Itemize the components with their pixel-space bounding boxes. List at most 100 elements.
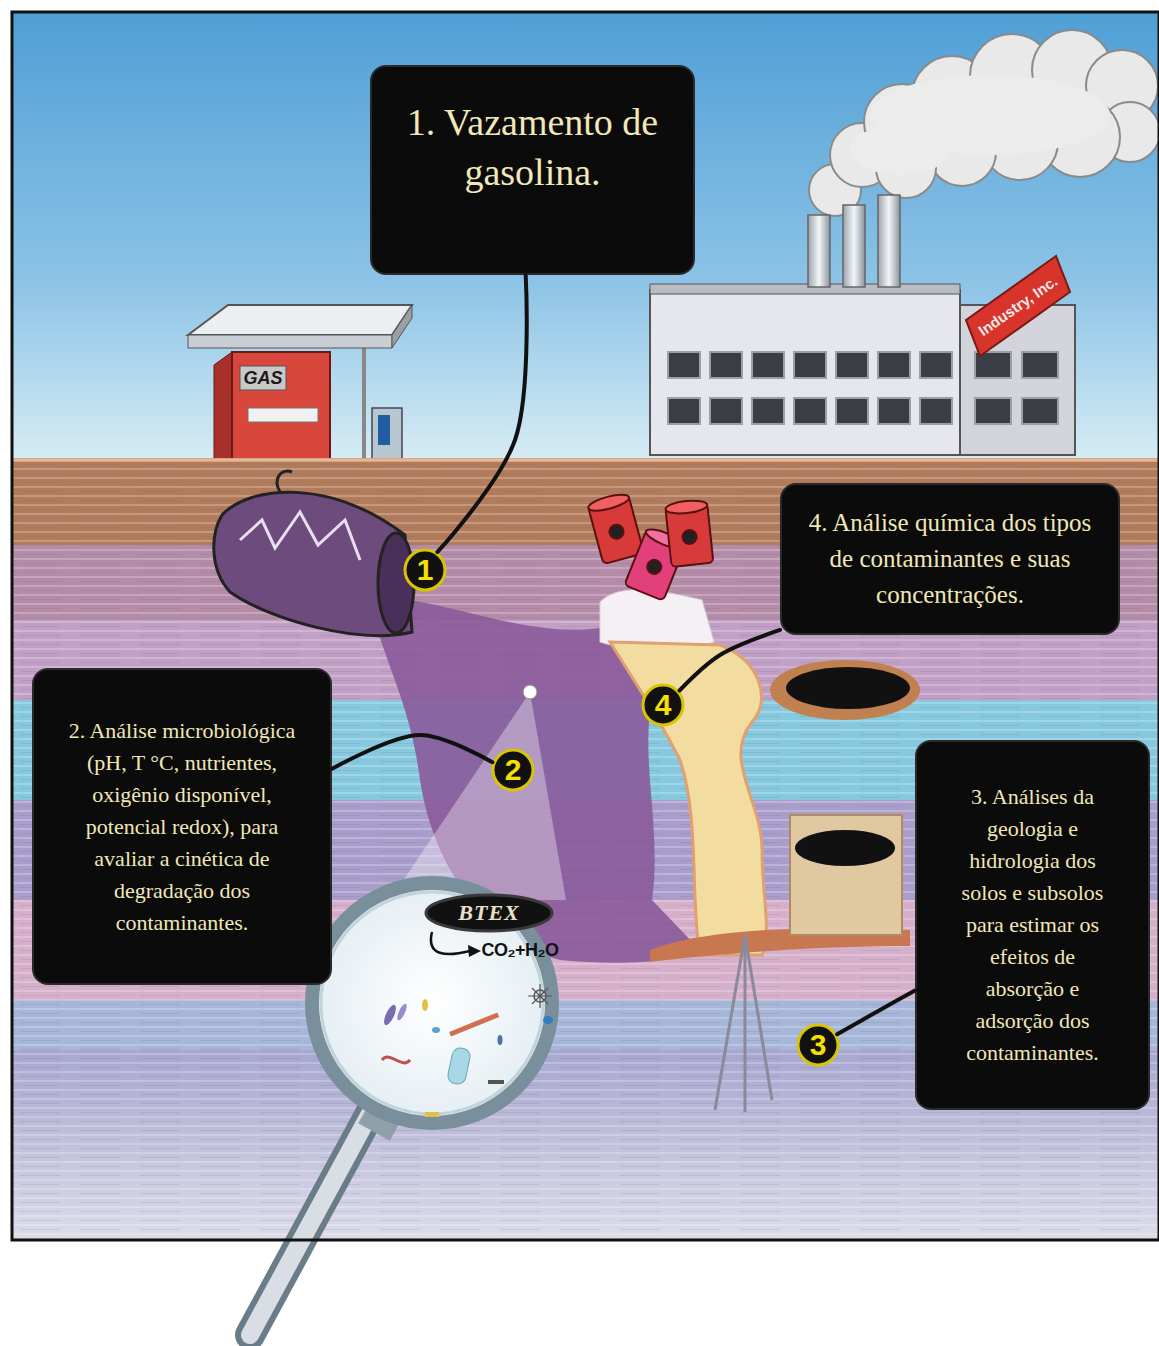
reaction-arrow [431,932,470,954]
number-circle [798,1025,838,1065]
light-beam [523,685,537,699]
callout-text: BTEX [458,901,519,925]
microbes [422,999,428,1011]
waste-barrels [665,499,713,567]
smoke-cloud [809,30,1159,216]
waste-barrels [587,491,631,513]
factory [808,215,830,287]
microbes [543,1016,553,1024]
factory [843,205,865,287]
gas-station [214,352,232,460]
factory [650,284,960,294]
sky-background [12,12,1159,460]
sign-text: Industry, Inc. [963,263,1073,348]
leaking-tank [214,471,414,635]
reaction-arrow [431,932,481,957]
factory [668,398,700,424]
callout-box: 1. Vazamento de gasolina. [370,65,695,275]
waste-barrels [665,499,708,515]
soil-strata [12,458,1159,1240]
leader-line [332,735,492,769]
rock-layer [770,660,920,935]
factory [836,352,868,378]
factory [710,352,742,378]
gas-station [372,408,402,460]
callout-number-text: 2 [505,755,522,785]
callout-number-text: 4 [655,690,672,720]
number-circle [643,685,683,725]
microbes [488,1080,504,1084]
factory [794,352,826,378]
gas-station [188,335,392,348]
drilling-rig [745,935,772,1100]
factory [668,352,1058,424]
callout-number-text: 3 [810,1030,827,1060]
gas-station [392,305,412,348]
callout-box: 2. Análise microbiológica (pH, T °C, nut… [32,668,332,985]
factory [920,352,952,378]
magnifier [250,1110,372,1335]
callout-box: 3. Análises da geologia e hidrologia dos… [915,740,1150,1110]
formula-text: CO₂+H₂O [470,939,570,961]
light-beam [390,685,566,900]
factory [878,398,910,424]
smoke-fill [850,125,950,175]
microbes [432,1027,440,1033]
factory [710,398,742,424]
callout-box: 4. Análise química dos tipos de contamin… [780,483,1120,635]
waste-barrels [608,523,625,540]
scene-frame [12,12,1159,1240]
sky-background [12,12,1159,460]
gas-station [188,305,412,460]
microbes [382,1003,399,1026]
rock-layer [795,830,895,866]
microbes [382,1057,410,1063]
microbes [446,1047,471,1086]
factory [836,398,868,424]
rock-layer [770,660,920,720]
gas-station [378,415,390,445]
magnifier [312,883,552,1123]
callout-text: 1. Vazamento de gasolina. [392,97,673,197]
callout-number: 1 [403,548,447,592]
compound-ellipse: BTEX [424,893,554,933]
ellipse-outline [426,895,552,931]
leader-line [680,630,780,691]
leader-line [837,990,915,1034]
factory [794,398,826,424]
number-circle [405,550,445,590]
microbes [425,1112,439,1117]
drilling-rig [715,935,772,1112]
factory [668,352,700,378]
gas-station [248,408,318,422]
leaking-tank [277,471,292,492]
factory [975,398,1011,424]
factory [650,290,960,455]
gas-station [188,305,412,335]
smoke-fill [850,75,1110,175]
factory [752,352,784,378]
contaminant-plume [600,590,910,962]
factory [920,398,952,424]
factory [1022,352,1058,378]
microbes [498,1035,503,1045]
leaking-tank [240,512,360,560]
leader-line [438,275,527,552]
factory [650,195,1075,455]
gas-station [240,366,286,390]
callout-text: 4. Análise química dos tipos de contamin… [804,505,1096,613]
scene-frame [12,12,1159,1240]
factory [1022,398,1058,424]
gas-station [232,352,330,460]
microbes [395,1003,408,1022]
number-circle [493,750,533,790]
callout-text: 2. Análise microbiológica (pH, T °C, nut… [68,715,296,939]
gas-station [362,346,366,460]
waste-barrels [645,558,663,576]
soil-strata [12,458,1159,1240]
callout-number: 4 [641,683,685,727]
magnifier [250,1110,372,1335]
